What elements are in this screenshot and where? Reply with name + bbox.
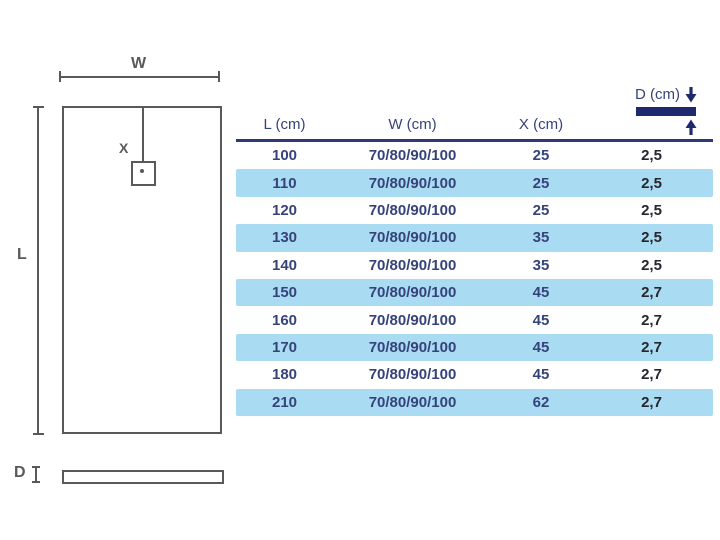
table-cell: 170 (271, 338, 298, 356)
length-dimension-line (37, 106, 39, 434)
header-length: L (cm) (263, 116, 306, 133)
dimensions-table: L (cm) W (cm) X (cm) D (cm) 100 70/80/90… (236, 86, 713, 416)
table-cell: 2,5 (641, 147, 662, 165)
table-cell: 2,7 (641, 338, 662, 356)
table-cell: 120 (271, 201, 298, 219)
table-cell: 2,5 (641, 201, 662, 219)
table-row: 140 70/80/90/100 35 2,5 (236, 252, 713, 279)
table-cell: 45 (532, 338, 550, 356)
table-cell: 180 (271, 366, 298, 384)
table-cell: 2,7 (641, 284, 662, 302)
header-width: W (cm) (388, 116, 437, 133)
table-cell: 2,7 (641, 366, 662, 384)
table-cell: 2,5 (641, 256, 662, 274)
width-dimension-line (59, 76, 219, 78)
table-cell: 35 (532, 229, 550, 247)
table-row: 100 70/80/90/100 25 2,5 (236, 142, 713, 169)
table-cell: 25 (532, 147, 550, 165)
arrow-up-icon (685, 119, 697, 135)
table-cell: 45 (532, 366, 550, 384)
drain-center-dot (140, 169, 144, 173)
table-row: 130 70/80/90/100 35 2,5 (236, 224, 713, 252)
depth-bar-icon (636, 107, 696, 116)
table-row: 120 70/80/90/100 25 2,5 (236, 197, 713, 224)
table-cell: 70/80/90/100 (368, 256, 457, 274)
table-cell: 35 (532, 256, 550, 274)
table-cell: 70/80/90/100 (368, 284, 457, 302)
drain-offset-line (142, 108, 144, 172)
table-header-row: L (cm) W (cm) X (cm) D (cm) (236, 86, 713, 142)
table-cell: 110 (272, 174, 297, 192)
length-dimension-tick-bottom (33, 433, 44, 435)
header-depth: D (cm) (590, 86, 713, 139)
length-dimension-label: L (17, 246, 27, 263)
table-cell: 70/80/90/100 (368, 201, 457, 219)
depth-dimension-tick-line (35, 466, 37, 482)
table-cell: 25 (532, 201, 550, 219)
table-cell: 70/80/90/100 (368, 229, 457, 247)
table-cell: 70/80/90/100 (368, 393, 457, 411)
table-cell: 2,7 (641, 311, 662, 329)
table-cell: 140 (271, 256, 298, 274)
table-row: 110 70/80/90/100 25 2,5 (236, 169, 713, 197)
table-cell: 70/80/90/100 (368, 311, 457, 329)
header-depth-label: D (cm) (635, 86, 680, 103)
table-cell: 45 (532, 284, 550, 302)
table-cell: 210 (271, 393, 298, 411)
table-cell: 2,7 (641, 393, 662, 411)
depth-dimension-label: D (14, 464, 26, 481)
arrow-down-icon (685, 86, 697, 102)
table-cell: 100 (271, 147, 298, 165)
table-cell: 70/80/90/100 (368, 147, 457, 165)
width-dimension-tick-left (59, 71, 61, 82)
length-dimension-tick-top (33, 106, 44, 108)
tray-side-outline (62, 470, 224, 484)
width-dimension-label: W (131, 55, 147, 72)
width-dimension-tick-right (218, 71, 220, 82)
table-cell: 45 (532, 311, 550, 329)
table-row: 210 70/80/90/100 62 2,7 (236, 388, 713, 416)
table-row: 160 70/80/90/100 45 2,7 (236, 306, 713, 333)
drain-offset-label: X (119, 140, 129, 156)
table-row: 170 70/80/90/100 45 2,7 (236, 333, 713, 362)
header-drain-offset: X (cm) (518, 116, 564, 133)
table-cell: 25 (532, 174, 550, 192)
table-cell: 62 (532, 393, 550, 411)
table-cell: 70/80/90/100 (368, 174, 457, 192)
table-row: 150 70/80/90/100 45 2,7 (236, 278, 713, 307)
table-row: 180 70/80/90/100 45 2,7 (236, 361, 713, 388)
depth-dimension-tick-top (32, 466, 40, 468)
table-cell: 70/80/90/100 (368, 366, 457, 384)
table-cell: 2,5 (641, 229, 662, 247)
table-cell: 2,5 (641, 174, 662, 192)
table-cell: 70/80/90/100 (368, 338, 457, 356)
table-cell: 150 (271, 284, 298, 302)
depth-dimension-tick-bottom (32, 481, 40, 483)
table-cell: 160 (271, 311, 298, 329)
spec-table-body: 100 70/80/90/100 25 2,5 110 70/80/90/100… (236, 142, 713, 416)
table-cell: 130 (271, 229, 298, 247)
drain-square (131, 161, 156, 186)
